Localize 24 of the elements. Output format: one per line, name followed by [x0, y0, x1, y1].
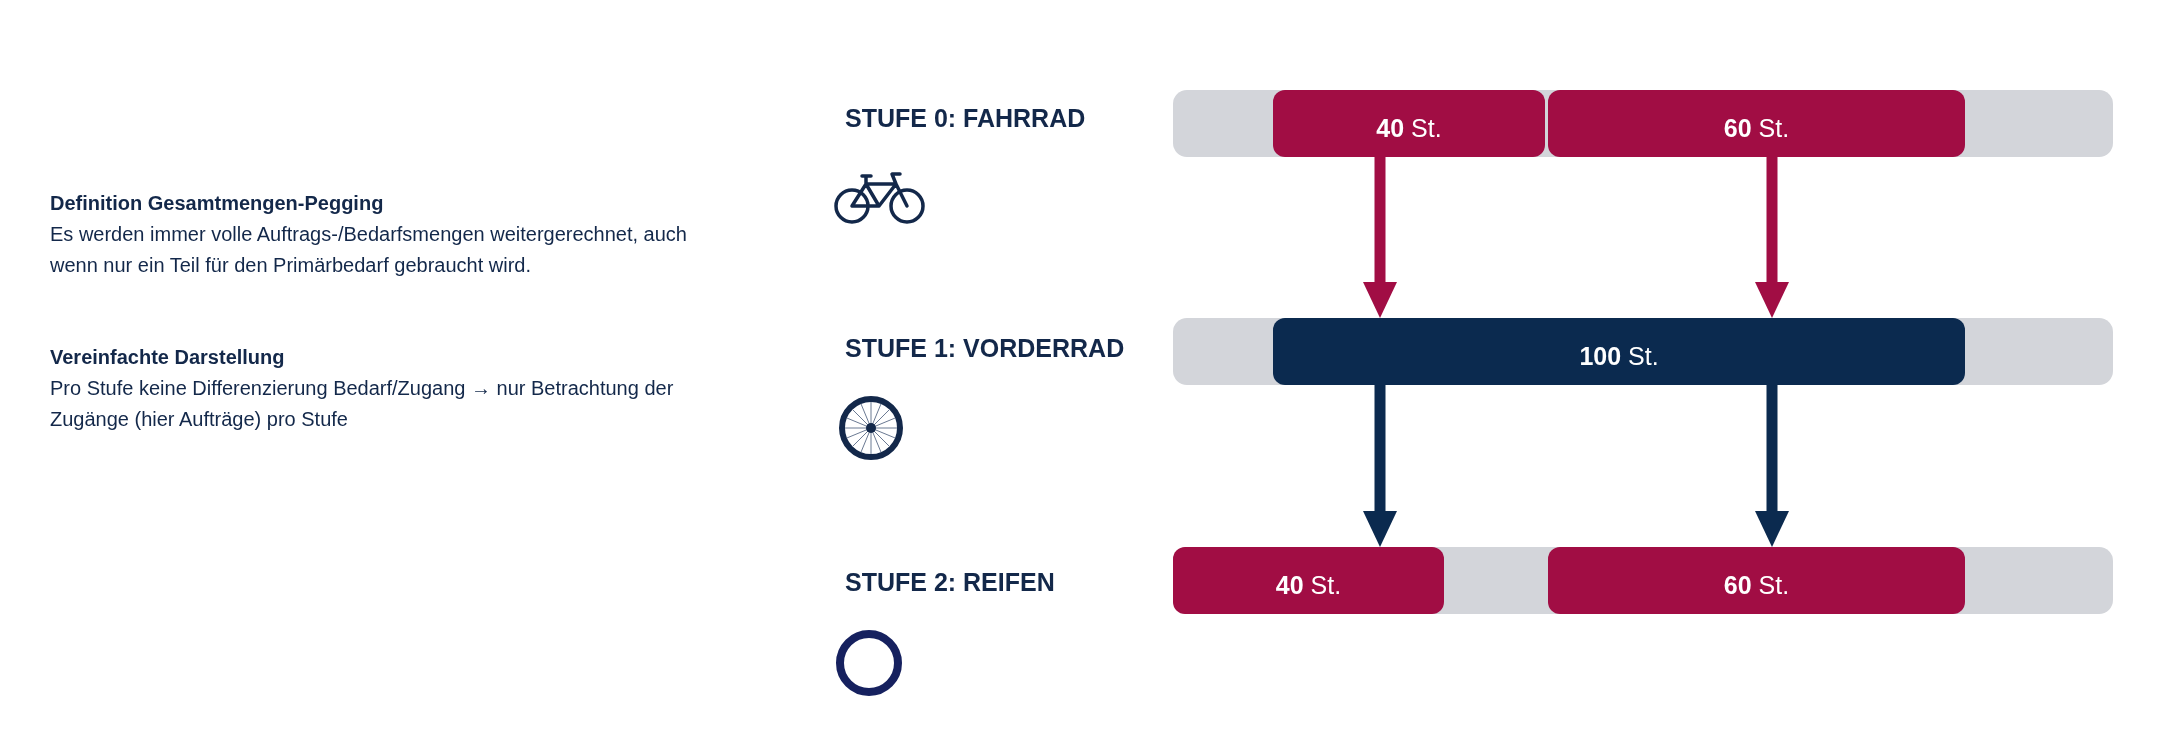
background-track [1173, 547, 2113, 614]
stage-label: STUFE 0: FAHRRAD [845, 104, 1086, 133]
quantity-label: 40 St. [1376, 113, 1442, 143]
note-heading: Definition Gesamtmengen-Pegging [50, 191, 385, 216]
arrow [1363, 157, 1397, 318]
note-text: Es werden immer volle Auftrags-/Bedarfsmengen weitergerechnet, auch wenn nur ein Teil für den Primärbedarf gebraucht wird. [50, 222, 688, 278]
quantity-label: 40 St. [1275, 570, 1342, 600]
stage-label: STUFE 1: VORDERRAD [845, 334, 1125, 363]
quantity-label: 100 St. [1579, 341, 1659, 371]
quantity-label: 60 St. [1723, 570, 1790, 600]
quantity-bar [1548, 547, 1965, 614]
quantity-label: 60 St. [1723, 113, 1790, 143]
quantity-bar [1273, 90, 1545, 157]
note-heading: Vereinfachte Darstellung [50, 345, 286, 370]
quantity-bar [1273, 318, 1965, 385]
background-track [1173, 318, 2113, 385]
stage-label: STUFE 2: REIFEN [845, 568, 1055, 597]
arrow [1363, 385, 1397, 547]
arrow [1755, 385, 1789, 547]
background-track [1173, 90, 2113, 157]
arrow [1755, 157, 1789, 318]
quantity-bar [1173, 547, 1444, 614]
note-text: Pro Stufe keine Differenzierung Bedarf/Zugang → nur Betrachtung der Zugänge (hier Aufträge) pro Stufe [50, 376, 675, 432]
quantity-bar [1548, 90, 1965, 157]
